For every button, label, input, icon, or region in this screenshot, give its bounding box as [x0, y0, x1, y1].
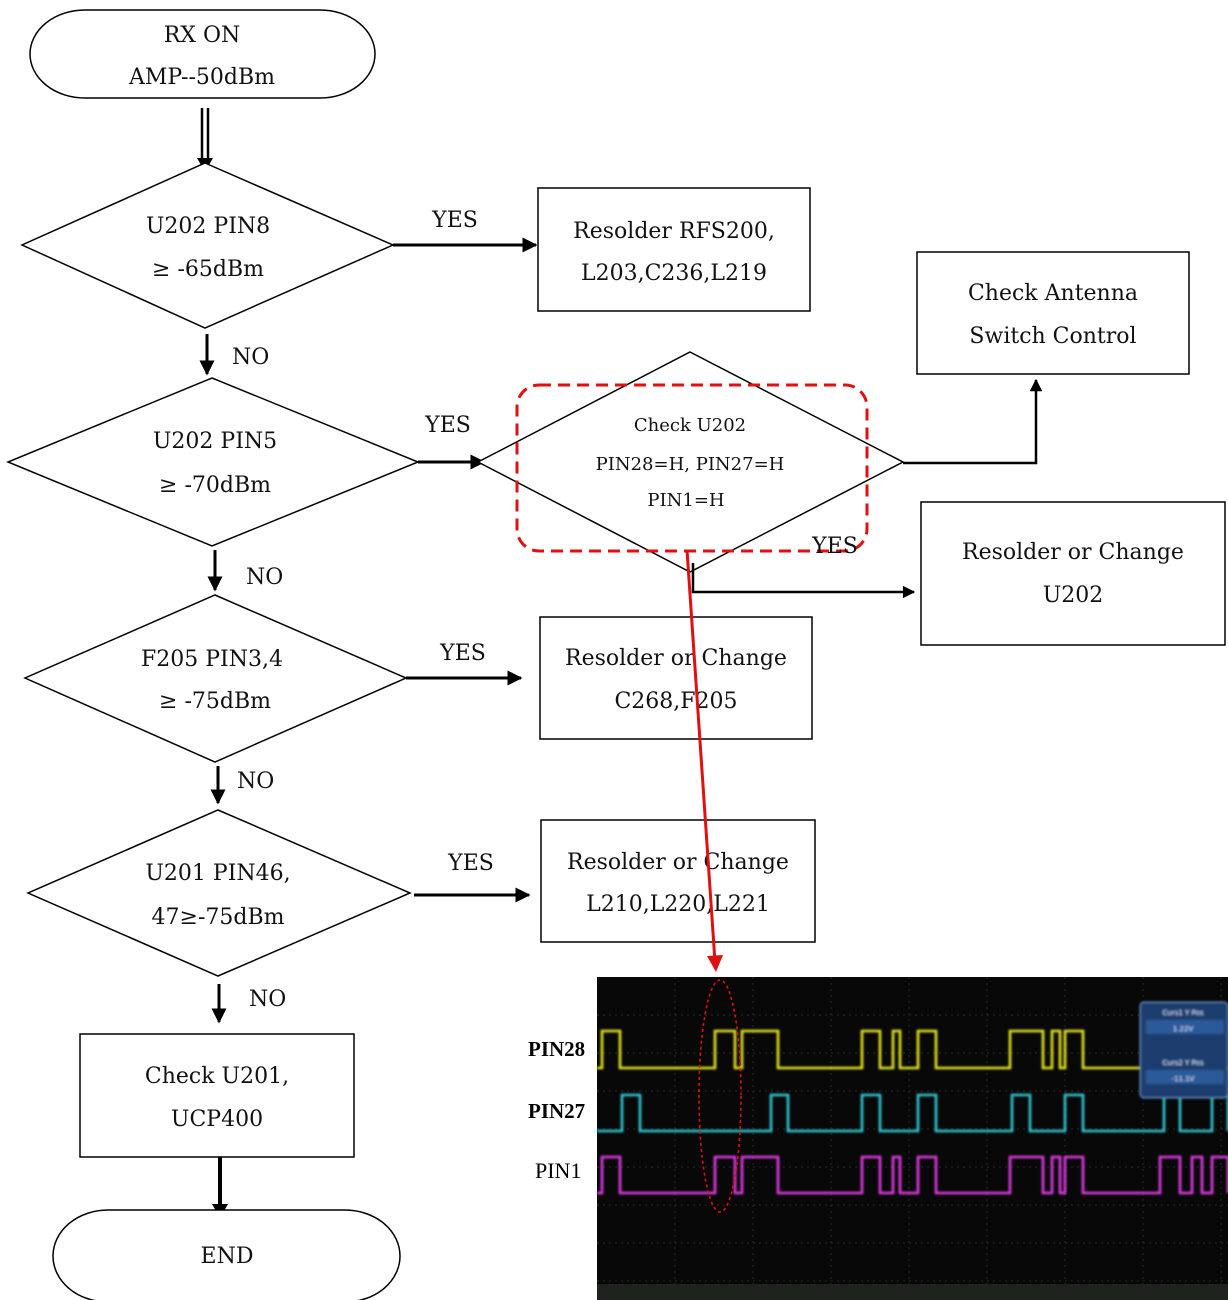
no-label-1: NO: [232, 345, 269, 370]
scope-cursor-panel: Curs1 Y Pos 1.22V Curs2 Y Pos -11.1V: [1139, 1001, 1228, 1099]
action-2-line1: Check Antenna: [968, 281, 1138, 306]
decision-2-line1: U202 PIN5: [153, 429, 277, 454]
action-3-line1: Resolder or Change: [962, 540, 1184, 565]
connector-d2-no: NO: [207, 550, 283, 592]
channel-label-pin27: PIN27: [528, 1099, 585, 1123]
action-6-line2: UCP400: [171, 1107, 263, 1132]
action-check-antenna: Check Antenna Switch Control: [916, 251, 1190, 375]
trace-pin28: [597, 1029, 1228, 1070]
start-line2: AMP--50dBm: [128, 65, 275, 90]
connector-d1-no: NO: [199, 334, 269, 376]
no-label-3: NO: [237, 769, 274, 794]
action-resolder-c268: Resolder or Change C268,F205: [539, 616, 813, 740]
start-line1: RX ON: [164, 23, 241, 48]
panel-value-2: -11.1V: [1172, 1075, 1195, 1083]
scope-status-bar: [597, 1284, 1228, 1300]
decision-2-line2: ≥ -70dBm: [159, 473, 271, 498]
panel-label-2: Curs2 Y Pos: [1163, 1059, 1204, 1067]
decision-4-line1: U201 PIN46,: [145, 861, 290, 886]
decision-5-line3: PIN1=H: [647, 490, 724, 511]
connector-a6-end: [212, 1157, 228, 1218]
decision-1-line1: U202 PIN8: [146, 214, 270, 239]
scope-highlight-ellipse: [698, 979, 742, 1213]
decision-4-line2: 47≥-75dBm: [152, 905, 285, 930]
trace-pin1: [597, 1155, 1228, 1195]
yes-label-2: YES: [424, 413, 471, 438]
action-resolder-rfs200: Resolder RFS200, L203,C236,L219: [537, 187, 811, 312]
no-label-4: NO: [249, 987, 286, 1012]
highlight-pointer: [685, 549, 723, 972]
connector-d4-yes: YES: [414, 851, 531, 903]
decision-3-line1: F205 PIN3,4: [141, 647, 283, 672]
panel-label-1: Curs1 Y Pos: [1163, 1009, 1204, 1017]
decision-5-line1: Check U202: [634, 415, 746, 436]
action-4-line1: Resolder or Change: [565, 646, 787, 671]
action-5-line2: L210,L220,L221: [586, 892, 770, 917]
decision-1-line2: ≥ -65dBm: [152, 257, 264, 282]
connector-d2-yes: YES: [418, 413, 486, 470]
yes-label-3: YES: [439, 641, 486, 666]
decision-3-line2: ≥ -75dBm: [159, 689, 271, 714]
start-terminal: RX ON AMP--50dBm: [29, 9, 376, 99]
decision-5-line2: PIN28=H, PIN27=H: [596, 454, 785, 475]
action-1-line2: L203,C236,L219: [581, 261, 767, 286]
highlight-box: [515, 383, 869, 553]
channel-label-pin1: PIN1: [535, 1158, 581, 1183]
connector-d3-yes: YES: [406, 641, 523, 686]
panel-value-1: 1.22V: [1173, 1025, 1194, 1033]
connector-d1-yes: YES: [393, 208, 538, 253]
end-label: END: [201, 1244, 254, 1269]
yes-label-4: YES: [447, 851, 494, 876]
yes-label-1: YES: [431, 208, 478, 233]
action-6-line1: Check U201,: [145, 1064, 289, 1089]
no-label-2: NO: [246, 565, 283, 590]
connector-d3-no: NO: [210, 766, 274, 805]
action-resolder-u202: Resolder or Change U202: [920, 501, 1226, 646]
connector-d4-no: NO: [211, 984, 286, 1024]
action-3-line2: U202: [1043, 583, 1104, 608]
end-terminal: END: [52, 1209, 401, 1300]
connector-d5-yes: YES: [691, 534, 916, 599]
connector-d5-antenna: [903, 378, 1043, 465]
action-5-line1: Resolder or Change: [567, 850, 789, 875]
oscilloscope-capture: Curs1 Y Pos 1.22V Curs2 Y Pos -11.1V: [597, 977, 1228, 1300]
decision-u201-pin46: U201 PIN46, 47≥-75dBm: [26, 809, 412, 977]
decision-u202-pin8: U202 PIN8 ≥ -65dBm: [20, 162, 395, 329]
channel-label-pin28: PIN28: [528, 1037, 585, 1061]
decision-check-u202-pins: Check U202 PIN28=H, PIN27=H PIN1=H: [476, 351, 905, 573]
action-4-line2: C268,F205: [614, 689, 737, 714]
action-resolder-l210: Resolder or Change L210,L220,L221: [540, 819, 816, 943]
action-2-line2: Switch Control: [969, 324, 1136, 349]
action-1-line1: Resolder RFS200,: [573, 219, 775, 244]
decision-u202-pin5: U202 PIN5 ≥ -70dBm: [6, 377, 420, 547]
decision-f205-pin34: F205 PIN3,4 ≥ -75dBm: [23, 594, 408, 763]
yes-label-5: YES: [811, 534, 858, 559]
action-check-u201: Check U201, UCP400: [79, 1033, 355, 1158]
